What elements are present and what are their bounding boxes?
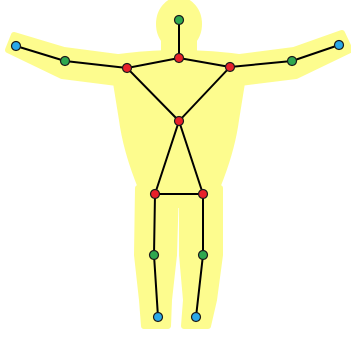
joint-right-knee bbox=[150, 251, 159, 260]
joint-left-wrist bbox=[335, 41, 344, 50]
joint-left-hip bbox=[199, 190, 208, 199]
joint-left-shoulder bbox=[226, 63, 235, 72]
joint-right-shoulder bbox=[123, 64, 132, 73]
joint-left-elbow bbox=[288, 57, 297, 66]
joint-neck bbox=[175, 54, 184, 63]
joint-right-ankle bbox=[154, 313, 163, 322]
joint-torso bbox=[175, 117, 184, 126]
joint-left-knee bbox=[199, 251, 208, 260]
joint-head bbox=[175, 16, 184, 25]
joint-right-hip bbox=[151, 190, 160, 199]
silhouette-torso bbox=[112, 53, 246, 205]
bone-right-hip-to-right-knee bbox=[154, 194, 155, 255]
joint-right-wrist bbox=[12, 42, 21, 51]
joint-left-ankle bbox=[192, 313, 201, 322]
joint-right-elbow bbox=[61, 57, 70, 66]
